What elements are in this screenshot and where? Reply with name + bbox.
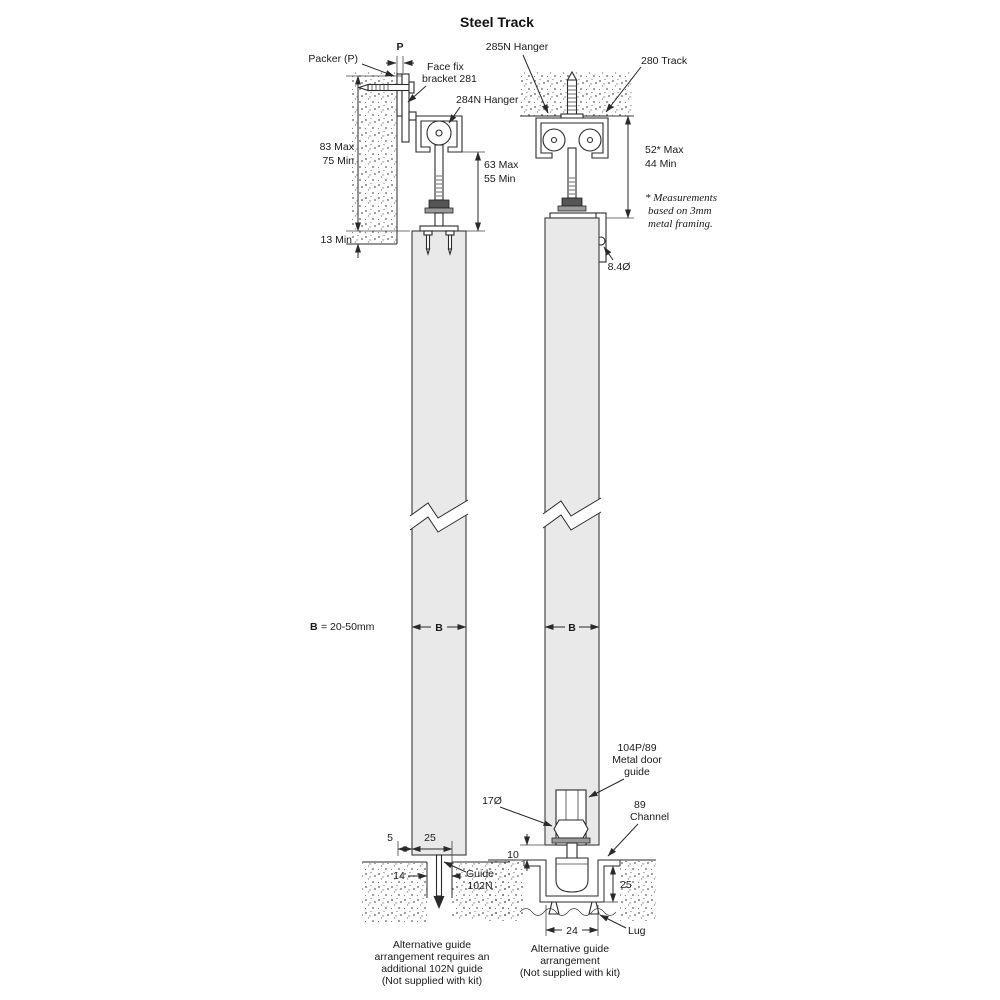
- dia-17-label: 17Ø: [482, 795, 502, 807]
- dim-10: 10: [507, 849, 519, 861]
- left-dim-p: P: [386, 41, 414, 73]
- dim-25: 25: [424, 832, 436, 844]
- left-dim-13: 13 Min: [320, 234, 361, 258]
- guide-104p-line2: Metal door: [612, 754, 662, 766]
- right-footnote: * Measurements based on 3mm metal framin…: [645, 192, 717, 230]
- b-range-bold: B: [310, 621, 318, 633]
- footnote-2: based on 3mm: [648, 205, 712, 217]
- p-label: P: [396, 41, 403, 53]
- right-bottom-note: Alternative guide arrangement (Not suppl…: [520, 943, 620, 979]
- right-lug-label: Lug: [599, 914, 646, 937]
- right-hanger-label: 285N Hanger: [486, 41, 549, 114]
- dim-14: 14: [393, 870, 405, 882]
- right-b-label: B: [568, 622, 576, 634]
- left-note-1: Alternative guide: [393, 939, 471, 951]
- b-range-value: = 20-50mm: [321, 621, 375, 633]
- right-dim-25: 25: [604, 865, 632, 903]
- right-guide-label: 104P/89 Metal door guide: [588, 742, 662, 798]
- channel-line2: Channel: [630, 811, 669, 823]
- right-track-label: 280 Track: [605, 55, 688, 113]
- dim-13-min: 13 Min: [320, 234, 352, 246]
- left-dim-25: 25: [411, 832, 453, 862]
- right-door-break: [542, 497, 602, 531]
- right-door-panel: [544, 217, 600, 846]
- left-dim-63-55: 63 Max 55 Min: [462, 151, 519, 232]
- left-packer: [396, 73, 403, 117]
- track-280-label: 280 Track: [641, 55, 688, 67]
- left-note-2: arrangement requires an: [375, 951, 490, 963]
- left-dim-5: 5: [387, 832, 413, 856]
- dim-75-min: 75 Min: [322, 155, 354, 167]
- left-face-fix-bracket: [401, 73, 417, 143]
- guide-104p-line3: guide: [624, 766, 650, 778]
- left-wall-screw: [357, 81, 415, 94]
- left-note-4: (Not supplied with kit): [382, 975, 482, 987]
- face-fix-line2: bracket 281: [422, 73, 477, 85]
- right-assembly: B 52* Max 44 Min * Measurements based on…: [482, 41, 717, 979]
- hanger-285n-label: 285N Hanger: [486, 41, 549, 53]
- left-hanger-label: 284N Hanger: [448, 94, 519, 124]
- right-channel-89: [519, 859, 621, 916]
- left-b-dimension: B: [411, 622, 467, 634]
- face-fix-line1: Face fix: [427, 61, 465, 73]
- right-guide-slipper: [555, 857, 589, 893]
- dim-24: 24: [566, 925, 578, 937]
- left-note-3: additional 102N guide: [381, 963, 483, 975]
- left-track-281: [415, 115, 463, 153]
- left-guide-102n: [433, 854, 445, 909]
- left-dim-83-75: 83 Max 75 Min: [320, 75, 410, 232]
- right-dim-10: 10: [507, 834, 545, 871]
- guide-line1: Guide: [466, 868, 494, 880]
- left-door-break: [409, 499, 469, 533]
- right-b-dimension: B: [544, 622, 600, 634]
- lug-label: Lug: [628, 925, 646, 937]
- guide-line2: 102N: [467, 880, 492, 892]
- right-floor: [488, 859, 656, 921]
- right-hole-label: 8.4Ø: [603, 246, 631, 273]
- right-channel-label: 89 Channel: [607, 799, 669, 857]
- left-dim-14: 14: [393, 870, 461, 882]
- left-bottom-note: Alternative guide arrangement requires a…: [375, 939, 490, 987]
- right-note-1: Alternative guide: [531, 943, 609, 955]
- left-guide-label: Guide 102N: [443, 861, 494, 892]
- left-packer-label: Packer (P): [308, 53, 395, 77]
- guide-104p-line1: 104P/89: [617, 742, 656, 754]
- right-dia17-label: 17Ø: [482, 795, 553, 827]
- dim-44-min: 44 Min: [645, 158, 677, 170]
- left-b-range-label: B = 20-50mm: [310, 621, 375, 633]
- left-hanger-284n: [419, 120, 459, 232]
- left-door-top-screws: [423, 230, 455, 256]
- channel-line1: 89: [634, 799, 646, 811]
- right-dim-24: 24: [545, 905, 599, 937]
- dim-52-max: 52* Max: [645, 144, 684, 156]
- footnote-1: * Measurements: [645, 192, 717, 204]
- right-hanger-285n: [542, 128, 602, 219]
- right-note-3: (Not supplied with kit): [520, 967, 620, 979]
- packer-label: Packer (P): [308, 53, 358, 65]
- dim-55-min: 55 Min: [484, 173, 516, 185]
- dim-25-right: 25: [620, 879, 632, 891]
- right-door-guide-104p: [551, 789, 591, 867]
- dim-83-max: 83 Max: [320, 141, 355, 153]
- right-track-280: [535, 117, 609, 159]
- left-b-label: B: [435, 622, 443, 634]
- left-face-fix-label: Face fix bracket 281: [407, 61, 477, 103]
- footnote-3: metal framing.: [648, 218, 713, 230]
- diagram-title: Steel Track: [460, 14, 534, 30]
- dim-5: 5: [387, 832, 393, 844]
- right-note-2: arrangement: [540, 955, 600, 967]
- right-dim-52-44: 52* Max 44 Min: [606, 115, 684, 219]
- dim-63-max: 63 Max: [484, 159, 519, 171]
- hanger-284n-label: 284N Hanger: [456, 94, 519, 106]
- left-assembly: B B = 20-50mm 83 Max 75 Min 13 Min 63 Ma…: [308, 41, 519, 987]
- left-door-panel: [411, 230, 467, 856]
- dia-8-4-label: 8.4Ø: [608, 261, 631, 273]
